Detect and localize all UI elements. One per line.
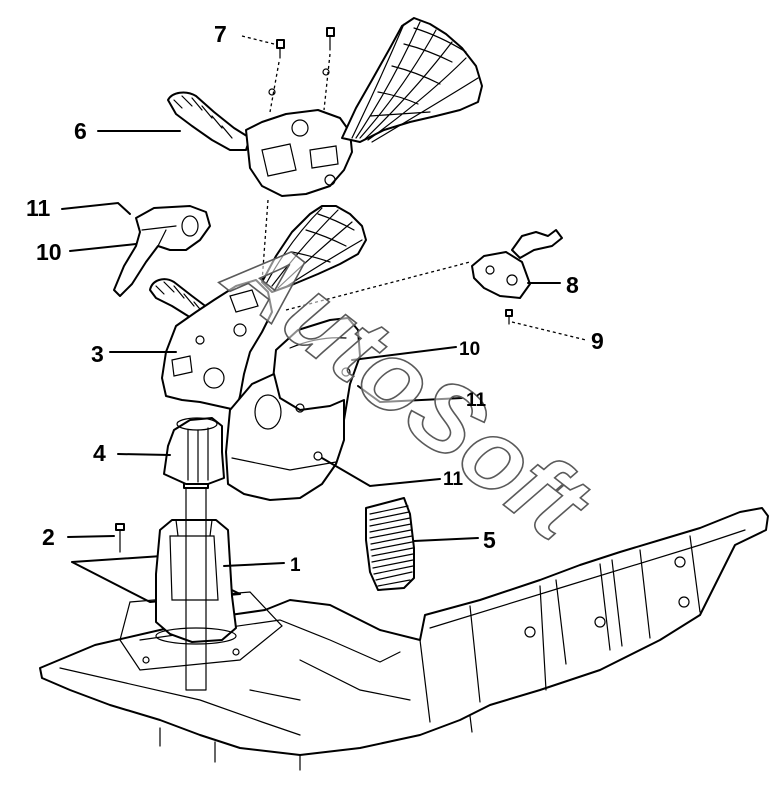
ignition-switch-connector xyxy=(511,229,563,259)
switch-knob xyxy=(203,367,225,389)
combination-switch-body xyxy=(245,109,353,197)
combination-switch-harness xyxy=(341,17,483,143)
combination-switch-harness-strands xyxy=(351,21,479,143)
small-cover-hole xyxy=(181,215,199,237)
boot-outline xyxy=(163,417,225,485)
part-8-ignition-switch xyxy=(471,229,563,299)
floor-panel-hole xyxy=(524,626,536,638)
part-5-grille-pad xyxy=(365,497,415,591)
combination-switch-screw-hole xyxy=(324,174,336,186)
assembly-axis-vertical xyxy=(261,199,269,283)
part-2-screw xyxy=(115,523,125,553)
switch-harness xyxy=(261,205,367,293)
screw-axis xyxy=(269,61,280,113)
switch-lever-texture xyxy=(155,281,205,315)
ignition-switch-hole xyxy=(485,265,495,275)
leader-lines xyxy=(61,35,587,567)
switch-connector xyxy=(171,289,259,377)
leader-line-11-top xyxy=(61,201,131,215)
screw-head xyxy=(326,27,335,37)
screw-head xyxy=(505,309,513,317)
switch-harness-strands xyxy=(265,207,363,289)
part-9-screw xyxy=(505,309,513,325)
combination-switch-connector xyxy=(261,143,339,177)
part-6-combination-switch xyxy=(167,17,483,197)
mount-bolt xyxy=(232,648,240,656)
leader-line-1 xyxy=(223,562,285,567)
callout-6: 6 xyxy=(74,118,87,144)
callout-11-top: 11 xyxy=(26,195,51,221)
screw-head xyxy=(276,39,285,49)
assembly-axis-diagonal xyxy=(285,261,471,311)
callout-11-middle: 11 xyxy=(466,390,487,411)
leader-line-10-right xyxy=(351,346,457,361)
part-3-switch-assembly xyxy=(149,205,367,411)
ignition-switch-hole xyxy=(506,274,518,286)
part-4-boot xyxy=(163,417,225,485)
grille-ribs xyxy=(369,505,414,587)
screw-axis xyxy=(323,53,331,111)
column-flange xyxy=(155,627,237,645)
floor-panel-hole xyxy=(594,616,606,628)
leader-line-2 xyxy=(67,535,115,538)
floor-panel-feet xyxy=(159,715,473,771)
boot-top xyxy=(176,417,218,431)
column-covers xyxy=(225,317,361,501)
callout-2: 2 xyxy=(42,524,55,550)
callout-numbers: 7 6 11 10 3 4 2 1 5 8 9 10 11 11 xyxy=(26,21,604,576)
cover-screw-hole xyxy=(341,367,351,377)
part-7-screws xyxy=(268,27,335,113)
leader-line-10-left xyxy=(69,243,137,252)
leader-line-11-bottom xyxy=(321,457,441,488)
screw-head xyxy=(115,523,125,531)
floor-panel-hole xyxy=(674,556,686,568)
callout-10-left: 10 xyxy=(36,239,62,265)
combination-switch-lever-texture xyxy=(173,95,233,139)
switch-body xyxy=(161,279,273,411)
combination-switch-lever xyxy=(167,91,251,151)
callout-4: 4 xyxy=(93,440,106,466)
callout-11-bottom: 11 xyxy=(443,469,464,490)
callout-5: 5 xyxy=(483,527,496,553)
column-shaft xyxy=(185,487,207,691)
mount-bolt xyxy=(142,656,150,664)
small-cover-edge xyxy=(141,225,177,247)
callout-1: 1 xyxy=(290,555,301,576)
upper-column-cover-notch xyxy=(289,337,347,349)
leader-line-5 xyxy=(413,537,479,542)
leader-line-7 xyxy=(241,35,275,45)
boot-ribs xyxy=(187,427,209,483)
floor-panel-hole xyxy=(678,596,690,608)
callout-3: 3 xyxy=(91,341,104,367)
leader-line-11-middle xyxy=(357,385,463,404)
screw-washer xyxy=(268,88,276,96)
part-10-small-cover xyxy=(113,205,211,297)
floor-panel xyxy=(39,507,769,771)
column-bracket xyxy=(155,519,237,643)
cover-screw-hole xyxy=(295,403,305,413)
switch-screw-hole xyxy=(195,335,205,345)
lower-cover-key-hole xyxy=(254,394,282,430)
column-bracket-inner xyxy=(169,519,219,601)
screw-washer xyxy=(322,68,330,76)
callout-8: 8 xyxy=(566,272,579,298)
mount-plate-outline xyxy=(119,591,283,671)
leader-line-9 xyxy=(511,321,587,341)
cover-screw-hole xyxy=(313,451,323,461)
ignition-switch-body xyxy=(471,251,531,299)
floor-panel-edges xyxy=(59,529,746,736)
floor-panel-outline xyxy=(39,507,769,756)
callout-7: 7 xyxy=(214,21,227,47)
callout-9: 9 xyxy=(591,328,604,354)
combination-switch-hub xyxy=(291,119,309,137)
callout-10-right: 10 xyxy=(459,339,480,360)
switch-screw-hole xyxy=(233,323,247,337)
lower-cover-edge xyxy=(231,457,337,471)
leader-line-4 xyxy=(117,453,171,456)
